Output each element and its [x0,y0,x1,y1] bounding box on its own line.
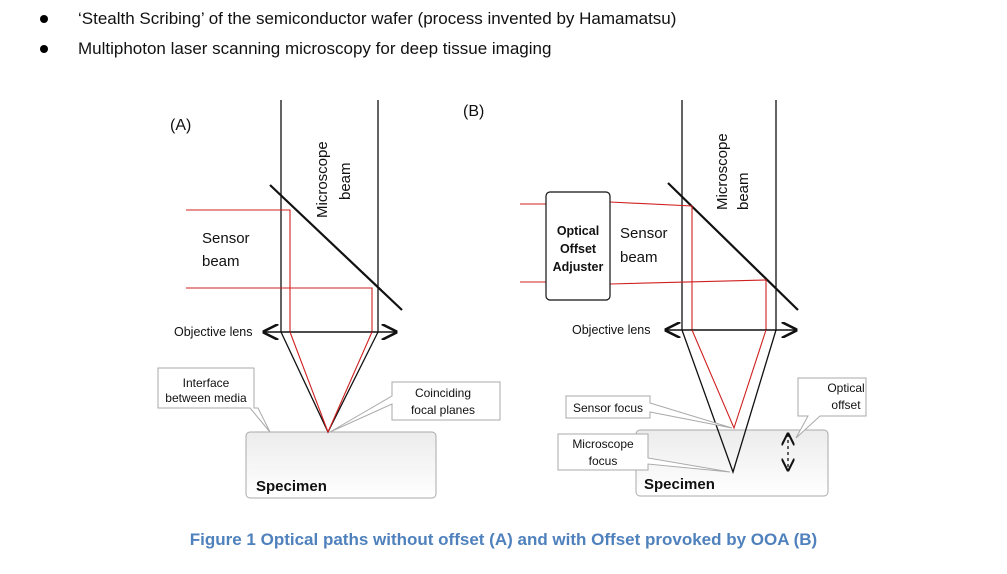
bullet-list: ‘Stealth Scribing’ of the semiconductor … [40,4,980,64]
panel-b: (B) Specimen Microscope beam Optical Off… [463,100,867,497]
dichroic-mirror [269,184,403,311]
beam-label-1: Microscope [714,133,731,210]
sensor-beam-upper [609,201,693,330]
beam-label-2: beam [337,162,354,200]
objective-label: Objective lens [174,325,253,339]
figure-caption: Figure 1 Optical paths without offset (A… [189,530,818,549]
interface-label-1: Interface [183,376,230,390]
specimen-label: Specimen [256,478,327,495]
sensor-label-2: beam [202,253,240,270]
optical-offset-adjuster [545,191,611,301]
sensor-focus-callout: Sensor focus [565,395,733,429]
bullet-item: ‘Stealth Scribing’ of the semiconductor … [40,4,980,34]
optical-offset-callout: Optical offset [795,377,867,439]
bullet-text: ‘Stealth Scribing’ of the semiconductor … [78,9,677,28]
offset-label-1: Optical [827,381,864,395]
adjuster-label-1: Optical [557,224,599,238]
panel-b-label: (B) [463,103,484,120]
coinciding-label-2: focal planes [411,403,475,417]
specimen-label: Specimen [644,476,715,493]
sensor-label-1: Sensor [202,230,250,247]
sensor-label-2: beam [620,249,658,266]
objective-label: Objective lens [572,323,651,337]
coinciding-label-1: Coinciding [415,386,471,400]
adjuster-label-3: Adjuster [553,260,604,274]
beam-label-1: Microscope [314,141,331,218]
microscope-cone [681,329,777,475]
microscope-focus-label-2: focus [589,454,618,468]
sensor-cone [691,329,767,430]
adjuster-label-2: Offset [560,242,597,256]
sensor-focus-label: Sensor focus [573,401,643,415]
panel-a-label: (A) [170,117,191,134]
coinciding-callout: Coinciding focal planes [329,381,501,433]
interface-callout: Interface between media [157,367,271,433]
microscope-focus-label-1: Microscope [572,437,634,451]
bullet-text: Multiphoton laser scanning microscopy fo… [78,39,552,58]
sensor-label-1: Sensor [620,225,668,242]
microscope-focus-callout: Microscope focus [557,433,731,473]
beam-label-2: beam [735,172,752,210]
sensor-beam-lower [186,287,373,332]
sensor-beam-lower [609,279,767,330]
sensor-beam-upper [186,209,291,332]
offset-label-2: offset [831,398,861,412]
interface-label-2: between media [165,391,247,405]
dichroic-mirror [667,182,799,311]
panel-a: (A) Specimen Microscope beam Sensor beam… [157,100,501,499]
bullet-item: Multiphoton laser scanning microscopy fo… [40,34,980,64]
bullet-dot-icon [40,15,48,23]
specimen-block [245,431,437,499]
sensor-cone [289,331,373,434]
bullet-dot-icon [40,45,48,53]
